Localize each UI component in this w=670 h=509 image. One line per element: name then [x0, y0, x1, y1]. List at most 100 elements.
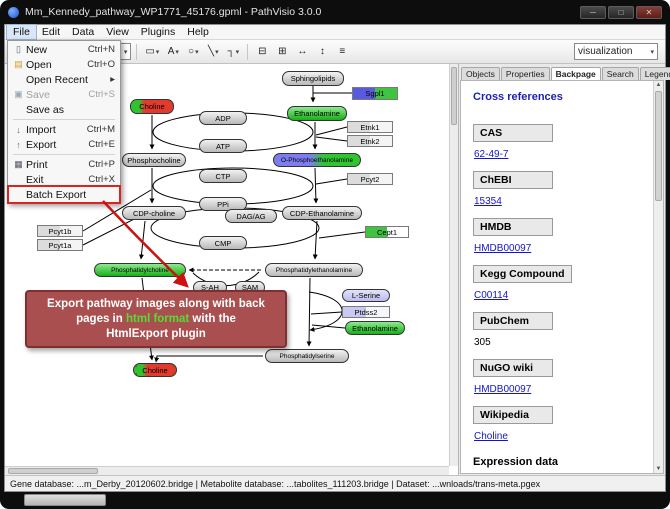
connector-button[interactable]: ┐▾ — [224, 43, 242, 61]
menu-item-view[interactable]: View — [106, 26, 129, 38]
file-menu-shortcut: Ctrl+S — [88, 89, 115, 100]
tab-properties[interactable]: Properties — [500, 67, 550, 80]
maximize-button[interactable]: □ — [608, 5, 634, 19]
pathway-node-cdp-ethanolamine[interactable]: CDP-Ethanolamine — [282, 206, 362, 220]
file-menu-item-open-recent[interactable]: Open Recent▸ — [9, 72, 119, 87]
pathway-node-etnk1[interactable]: Etnk1 — [347, 121, 393, 133]
label-button[interactable]: A▾ — [164, 43, 182, 61]
pathway-node-adp[interactable]: ADP — [199, 111, 247, 125]
scroll-up-icon[interactable]: ▲ — [655, 82, 662, 88]
pathway-node-pcyt2[interactable]: Pcyt2 — [347, 173, 393, 185]
file-menu-item-label: Open Recent — [26, 73, 88, 86]
xref-id-link[interactable]: HMDB00097 — [474, 243, 532, 254]
pathway-node-ethanolamine[interactable]: Ethanolamine — [287, 106, 347, 121]
label-icon: A — [167, 46, 175, 57]
scrollbar-thumb[interactable] — [655, 91, 662, 201]
pathway-node-ptdss2[interactable]: Ptdss2 — [342, 306, 390, 318]
scroll-down-icon[interactable]: ▼ — [655, 466, 662, 472]
shape-button[interactable]: ○▾ — [184, 43, 202, 61]
pathway-node-ethanolamine[interactable]: Ethanolamine — [345, 321, 405, 335]
pathway-node-o-phosphoethanolamine[interactable]: O-Phosphoethanolamine — [273, 153, 361, 167]
pathway-canvas[interactable]: Export pathway images along with back pa… — [5, 64, 459, 475]
canvas-scrollbar-horizontal[interactable] — [5, 466, 449, 475]
app-icon — [8, 6, 19, 18]
distribute-horizontal-button[interactable]: ↔ — [293, 43, 311, 61]
pathway-node-etnk2[interactable]: Etnk2 — [347, 135, 393, 147]
pathway-node-cept1[interactable]: Cept1 — [365, 226, 409, 238]
backpage-title: Cross references — [473, 91, 563, 103]
minimize-button[interactable]: ─ — [580, 5, 606, 19]
pathway-node-phosphatidylethanolamine[interactable]: Phosphatidylethanolamine — [265, 263, 363, 277]
pathway-node-phosphatidylserine[interactable]: Phosphatidylserine — [265, 349, 349, 363]
file-menu-item-save-as[interactable]: Save as — [9, 102, 119, 117]
tab-legend[interactable]: Legend — [639, 67, 670, 80]
pathway-node-l-serine[interactable]: L-Serine — [342, 289, 390, 302]
pathway-node-cdp-choline[interactable]: CDP-choline — [122, 206, 186, 220]
pathway-node-phosphatidylcholine[interactable]: Phosphatidylcholine — [94, 263, 186, 277]
xref-id-link[interactable]: Choline — [474, 431, 508, 442]
pathway-node-choline[interactable]: Choline — [130, 99, 174, 114]
pathway-node-ppi[interactable]: PPi — [199, 197, 247, 211]
pathway-node-sgpl1[interactable]: Sgpl1 — [352, 87, 398, 100]
file-menu-item-label: New — [26, 43, 48, 56]
xref-id-link[interactable]: 15354 — [474, 196, 502, 207]
tab-backpage[interactable]: Backpage — [550, 67, 601, 80]
gene-node-button[interactable]: ▭▾ — [142, 43, 162, 61]
scrollbar-thumb[interactable] — [451, 67, 457, 125]
panel-scrollbar-vertical[interactable]: ▲ ▼ — [653, 81, 663, 473]
selection-handle[interactable] — [134, 373, 137, 376]
tab-objects[interactable]: Objects — [461, 67, 500, 80]
tab-search[interactable]: Search — [601, 67, 639, 80]
selection-handle[interactable] — [173, 373, 176, 376]
menu-item-file[interactable]: File — [6, 24, 37, 40]
canvas-scrollbar-vertical[interactable] — [449, 64, 458, 466]
pathway-node-cmp[interactable]: CMP — [199, 236, 247, 250]
pathway-node-atp[interactable]: ATP — [199, 139, 247, 153]
pathway-node-sphingolipids[interactable]: Sphingolipids — [282, 71, 344, 86]
menu-item-edit[interactable]: Edit — [41, 26, 61, 38]
visualization-select[interactable]: visualization ▾ — [574, 43, 658, 60]
pathway-node-ctp[interactable]: CTP — [199, 169, 247, 183]
menu-item-help[interactable]: Help — [187, 26, 209, 38]
xref-source-name: NuGO wiki — [473, 359, 553, 377]
menu-bar: File Edit Data View Plugins Help — [5, 24, 665, 40]
align-horizontal-button[interactable]: ⊟ — [253, 43, 271, 61]
scrollbar-thumb[interactable] — [8, 468, 98, 474]
selection-handle[interactable] — [134, 364, 137, 367]
callout-line2-post: with the — [189, 312, 236, 325]
file-menu-item-batch-export[interactable]: Batch Export — [7, 185, 121, 204]
stack-button[interactable]: ≡ — [333, 43, 351, 61]
align-vertical-button[interactable]: ⊞ — [273, 43, 291, 61]
file-menu-item-label: Print — [26, 158, 48, 171]
side-panel-tabs: ObjectsPropertiesBackpageSearchLegend — [459, 64, 670, 80]
selection-handle[interactable] — [173, 364, 176, 367]
pathway-node-choline[interactable]: Choline — [133, 363, 177, 377]
pathway-node-dag-ag[interactable]: DAG/AG — [225, 209, 277, 223]
toolbar-separator — [247, 43, 249, 60]
line-button[interactable]: ╲▾ — [204, 43, 222, 61]
pathway-node-phosphocholine[interactable]: Phosphocholine — [122, 153, 186, 167]
menu-item-plugins[interactable]: Plugins — [140, 26, 176, 38]
menu-separator — [13, 119, 115, 120]
distribute-vertical-button[interactable]: ↕ — [313, 43, 331, 61]
close-button[interactable]: ✕ — [636, 5, 662, 19]
title-bar[interactable]: Mm_Kennedy_pathway_WP1771_45176.gpml - P… — [0, 0, 670, 24]
chevron-down-icon: ▾ — [215, 48, 219, 56]
xref-id-link[interactable]: HMDB00097 — [474, 384, 532, 395]
shape-icon: ○ — [188, 46, 195, 57]
xref-id-link[interactable]: C00114 — [474, 290, 509, 301]
menu-item-data[interactable]: Data — [72, 26, 95, 38]
xref-id-link[interactable]: 62-49-7 — [474, 149, 509, 160]
pathway-node-pcyt1b[interactable]: Pcyt1b — [37, 225, 83, 237]
pathway-node-pcyt1a[interactable]: Pcyt1a — [37, 239, 83, 251]
